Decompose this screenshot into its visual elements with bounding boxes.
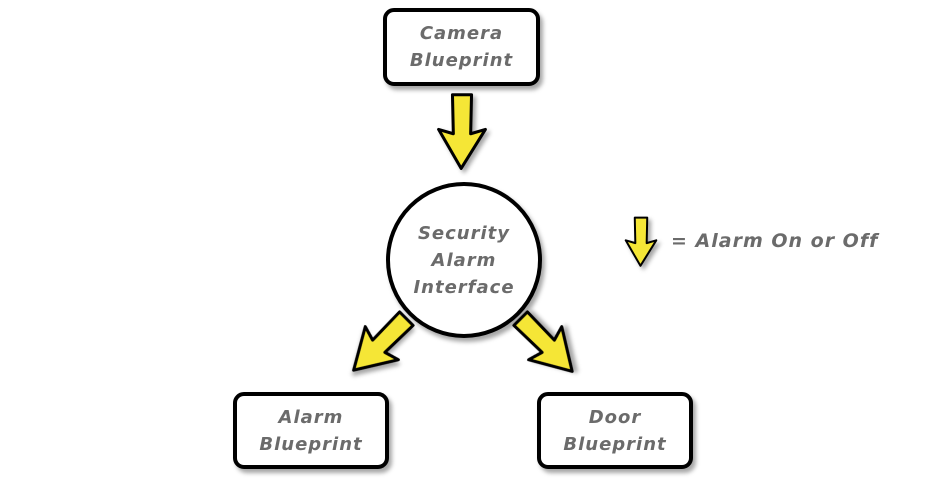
node-label: Door Blueprint bbox=[563, 406, 667, 455]
node-door-blueprint: Door Blueprint bbox=[537, 392, 693, 469]
node-alarm-blueprint: Alarm Blueprint bbox=[233, 392, 389, 469]
arrow-interface-to-door bbox=[512, 310, 574, 373]
legend-arrow-icon bbox=[624, 216, 658, 267]
legend-label: = Alarm On or Off bbox=[671, 230, 879, 252]
arrow-interface-to-alarm bbox=[352, 310, 415, 372]
node-camera-blueprint: Camera Blueprint bbox=[383, 8, 540, 86]
arrow-camera-to-interface bbox=[437, 93, 487, 170]
node-security-alarm-interface: Security Alarm Interface bbox=[386, 182, 542, 338]
node-label: Security Alarm Interface bbox=[413, 222, 515, 298]
node-label: Camera Blueprint bbox=[409, 23, 514, 71]
node-label: Alarm Blueprint bbox=[259, 406, 363, 455]
